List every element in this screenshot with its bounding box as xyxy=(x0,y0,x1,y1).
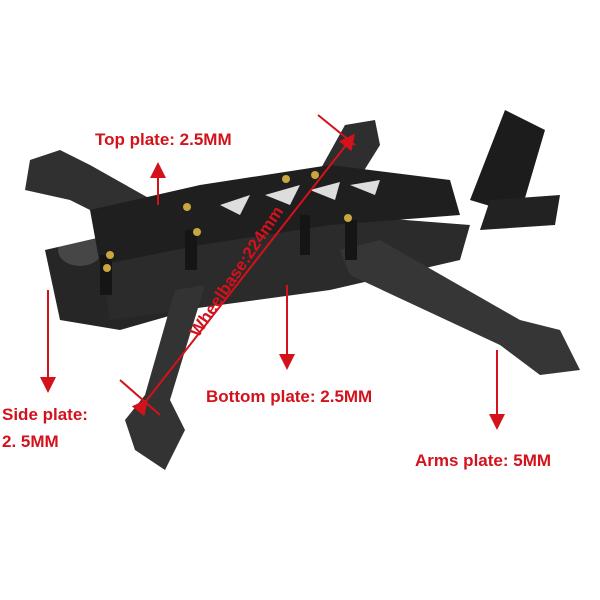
side-plate-label: Side plate: xyxy=(2,405,88,424)
camera-mount xyxy=(470,110,545,215)
bottom-plate-label: Bottom plate: 2.5MM xyxy=(206,387,373,406)
wheelbase-tick-end xyxy=(317,114,356,146)
side-plate-cutout xyxy=(58,234,102,266)
arm-rear-long xyxy=(340,240,580,375)
wheelbase-tick-start xyxy=(119,379,161,416)
wheelbase-line xyxy=(131,133,355,417)
arms-plate-label: Arms plate: 5MM xyxy=(415,451,552,470)
camera-mount-base xyxy=(480,195,560,230)
side-plate-value: 2. 5MM xyxy=(2,432,59,451)
top-plate-label: Top plate: 2.5MM xyxy=(95,130,232,149)
